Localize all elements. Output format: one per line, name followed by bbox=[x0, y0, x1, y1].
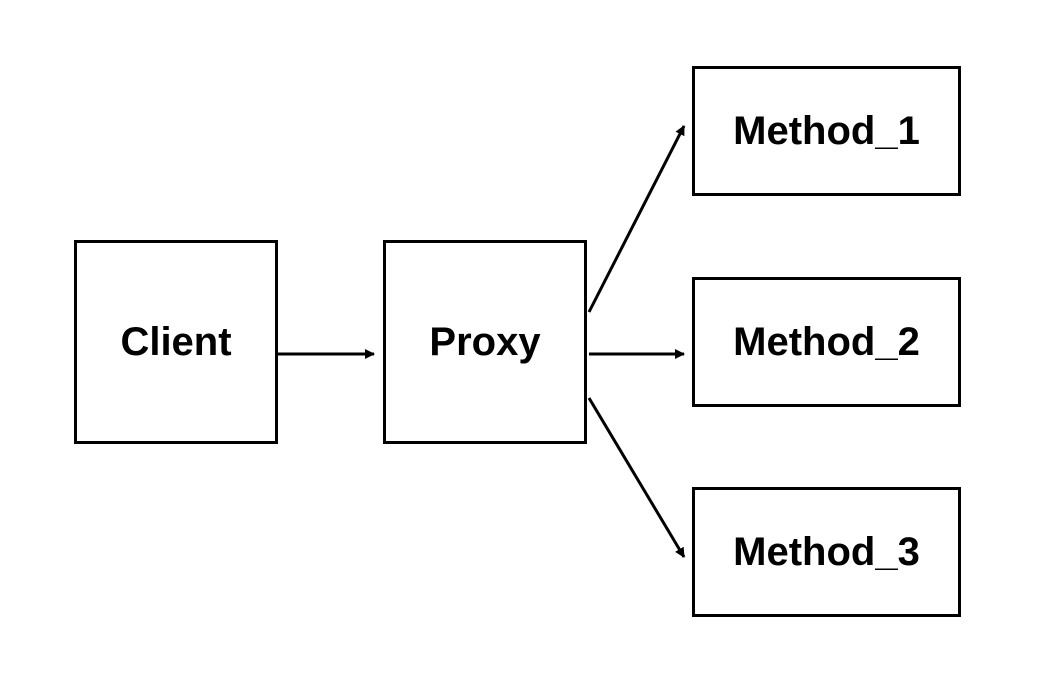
client-node: Client bbox=[74, 240, 278, 444]
method-1-node: Method_1 bbox=[692, 66, 961, 196]
method-2-label: Method_2 bbox=[733, 320, 920, 364]
method-1-label: Method_1 bbox=[733, 109, 920, 153]
edge-proxy-to-method-3 bbox=[587, 397, 686, 558]
proxy-node: Proxy bbox=[383, 240, 587, 444]
method-3-label: Method_3 bbox=[733, 530, 920, 574]
method-2-node: Method_2 bbox=[692, 277, 961, 407]
proxy-label: Proxy bbox=[429, 320, 541, 364]
method-3-node: Method_3 bbox=[692, 487, 961, 617]
client-label: Client bbox=[120, 320, 232, 364]
edge-proxy-to-method-1 bbox=[587, 125, 686, 313]
